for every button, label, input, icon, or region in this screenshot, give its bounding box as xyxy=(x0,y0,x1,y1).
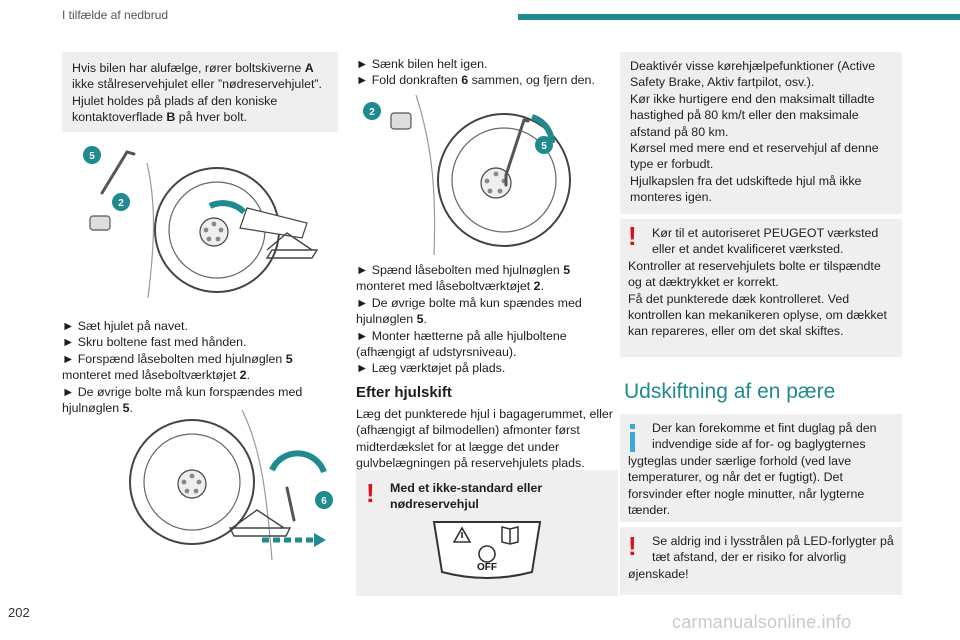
section-heading-after-change: Efter hjulskift xyxy=(356,384,452,401)
sticker-outline xyxy=(432,521,542,579)
svg-text:5: 5 xyxy=(541,141,547,152)
step-item: ► Læg værktøjet på plads. xyxy=(356,361,506,376)
section-heading-bulb: Udskiftning af en pære xyxy=(624,380,836,403)
page-number: 202 xyxy=(8,605,30,620)
turn-arrow xyxy=(269,450,327,474)
step-item: ► Skru boltene fast med hånden. xyxy=(62,335,247,350)
wheel-bolts xyxy=(181,473,202,494)
warning-text-rest: Kontroller at reservehjulets bolte er ti… xyxy=(628,258,887,339)
lock-bolt-tool-icon xyxy=(390,112,412,130)
jack-icon xyxy=(228,509,292,537)
warning-icon: ! xyxy=(628,221,637,251)
hand-silhouette xyxy=(239,207,308,239)
info-icon xyxy=(630,424,635,452)
svg-text:2: 2 xyxy=(369,107,375,118)
warning-title: Med et ikke-standard eller nødreservehju… xyxy=(390,481,543,512)
info-text-first: Der kan forekomme et fint duglag på den … xyxy=(652,421,877,452)
wheel-wrench-icon xyxy=(100,150,136,195)
svg-text:2: 2 xyxy=(118,198,124,209)
step-item: ► Fold donkraften 6 sammen, og fjern den… xyxy=(356,73,595,88)
callout-badge-5: 5 xyxy=(535,136,553,154)
warning-text-led-first: Se aldrig ind i lysstrålen på LED-forlyg… xyxy=(652,534,894,565)
header-accent-bar xyxy=(518,14,960,20)
warning-box-spare-wheel: ! Med et ikke-standard eller nødreserveh… xyxy=(356,470,618,596)
rim-outline xyxy=(143,433,241,531)
figure-lower-jack: 6 xyxy=(129,410,333,560)
callout-badge-2: 2 xyxy=(363,102,381,120)
warning-box-workshop: ! Kør til et autoriseret PEUGEOT værkste… xyxy=(620,219,902,357)
warning-box-led: ! Se aldrig ind i lysstrålen på LED-forl… xyxy=(620,527,902,595)
wheel-wrench-icon xyxy=(504,118,530,187)
warning-triangle-icon-mark xyxy=(461,532,463,538)
figure-tighten-bolts: 2 5 xyxy=(363,95,571,255)
wheel-arch-line xyxy=(146,162,155,298)
info-text-rest: lygteglas under særlige forhold (ved lav… xyxy=(628,453,865,518)
manual-book-icon xyxy=(501,526,519,545)
turn-arrow xyxy=(208,200,247,215)
step-item: ► Sænk bilen helt igen. xyxy=(356,57,488,71)
svg-text:6: 6 xyxy=(321,496,327,507)
callout-badge-6: 6 xyxy=(315,491,333,509)
jack-icon xyxy=(265,232,319,259)
step-item: ► Monter hætterne på alle hjulboltene (a… xyxy=(356,328,567,360)
step-item: ► Forspænd låsebolten med hjulnøglen 5 m… xyxy=(62,351,293,383)
step-item: ► Spænd låsebolten med hjulnøglen 5 mont… xyxy=(356,263,571,294)
wheel-bolts xyxy=(203,221,224,242)
turn-arrow xyxy=(530,114,555,144)
warning-icon: ! xyxy=(628,531,637,561)
section-text-after-change: Læg det punkterede hjul i bagagerummet, … xyxy=(356,407,613,471)
lock-bolt-tool-icon xyxy=(89,215,111,231)
step-item: ► De øvrige bolte må kun spændes med hju… xyxy=(356,295,582,327)
sticker-off-label: OFF xyxy=(477,562,497,573)
svg-text:5: 5 xyxy=(89,151,95,162)
figure-fit-wheel: 5 2 xyxy=(83,146,319,298)
note-text-driving-limits: Deaktivér visse kørehjælpefunktioner (Ac… xyxy=(630,59,879,205)
warning-text-first: Kør til et autoriseret PEUGEOT værksted … xyxy=(652,226,879,257)
site-watermark: carmanualsonline.info xyxy=(672,612,852,632)
warning-icon: ! xyxy=(366,478,375,508)
step-item: ► De øvrige bolte må kun forspændes med … xyxy=(62,384,303,416)
note-box-alloy: Hvis bilen har alufælge, rører boltskive… xyxy=(62,52,338,132)
jack-handle xyxy=(285,486,296,522)
note-box-driving-limits: Deaktivér visse kørehjælpefunktioner (Ac… xyxy=(620,52,902,214)
callout-badge-2: 2 xyxy=(112,193,130,211)
steps-tighten: ► Spænd låsebolten med hjulnøglen 5 mont… xyxy=(356,262,618,377)
step-item: ► Sæt hjulet på navet. xyxy=(62,319,188,333)
note-text-alloy: Hvis bilen har alufælge, rører boltskive… xyxy=(72,61,322,125)
remove-arrow-head xyxy=(314,533,326,547)
esp-icon xyxy=(478,545,496,563)
spare-wheel-sticker: OFF xyxy=(432,521,542,579)
wheel-arch-line xyxy=(241,410,273,560)
steps-fit-wheel: ► Sæt hjulet på navet. ► Skru boltene fa… xyxy=(62,318,338,416)
rim-outline xyxy=(451,127,557,233)
callout-badge-5: 5 xyxy=(83,146,101,164)
wheel-arch-line xyxy=(415,95,436,255)
steps-lower-car: ► Sænk bilen helt igen. ► Fold donkrafte… xyxy=(356,56,616,89)
warning-text-led-rest: øjenskade! xyxy=(628,566,689,581)
info-box-condensation: Der kan forekomme et fint duglag på den … xyxy=(620,414,902,522)
warning-triangle-icon xyxy=(452,526,472,543)
running-header: I tilfælde af nedbrud xyxy=(62,8,169,22)
